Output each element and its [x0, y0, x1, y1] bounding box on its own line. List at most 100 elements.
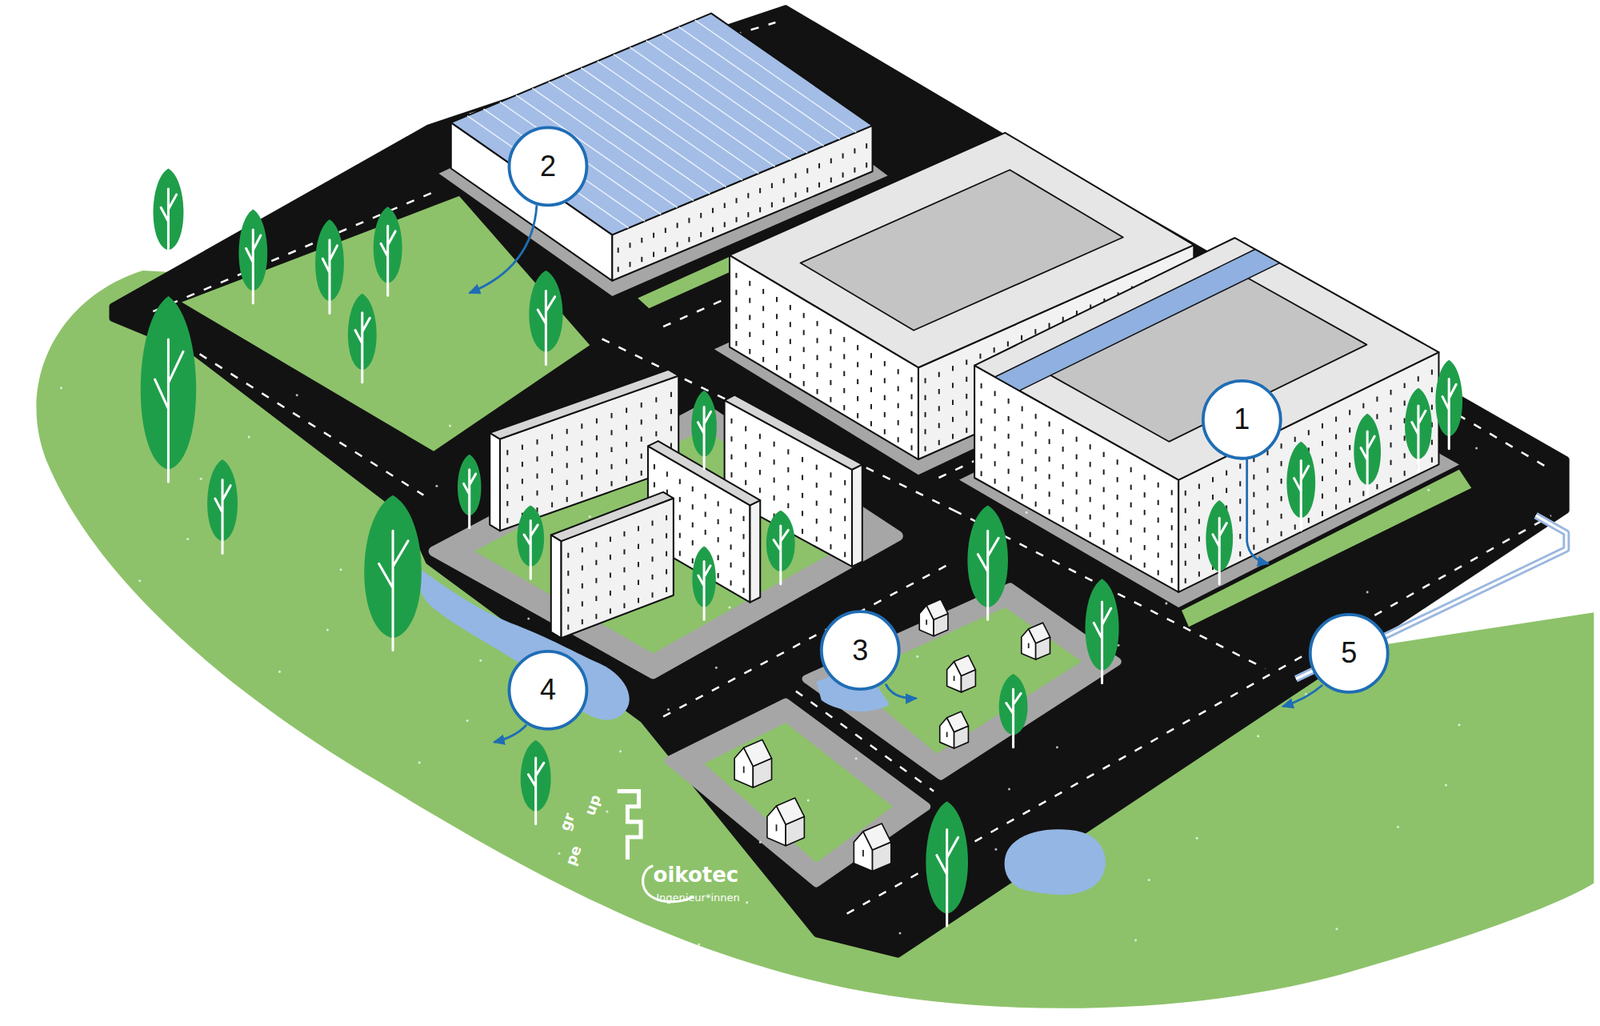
window: [1431, 387, 1433, 392]
window: [1321, 493, 1324, 499]
grass-speck: [697, 942, 700, 945]
window: [801, 510, 804, 516]
window: [628, 261, 631, 267]
window: [1252, 509, 1255, 515]
roof-panel: [483, 108, 645, 221]
house-roof: [863, 823, 892, 850]
window: [623, 603, 625, 608]
window: [566, 445, 568, 451]
house-roof: [1028, 622, 1051, 644]
window: [567, 606, 569, 612]
tree-trunk: [697, 407, 711, 469]
window: [712, 227, 714, 232]
window: [506, 517, 508, 523]
tree: [528, 270, 563, 364]
window: [717, 572, 720, 578]
window: [655, 414, 657, 420]
window: [843, 353, 845, 359]
window: [521, 495, 524, 500]
window: [609, 572, 612, 577]
window: [776, 348, 778, 353]
window: [1404, 452, 1406, 458]
window: [748, 297, 751, 303]
grass-speck: [496, 953, 500, 956]
window: [679, 532, 681, 538]
grass-speck: [557, 852, 560, 855]
window: [1144, 527, 1146, 532]
tree: [373, 206, 403, 296]
house-roof: [947, 711, 969, 732]
window: [666, 471, 668, 476]
window: [1280, 531, 1283, 536]
window: [1103, 487, 1105, 492]
window: [1021, 493, 1024, 499]
window: [1225, 470, 1228, 476]
grass-speck: [898, 931, 901, 934]
window: [640, 419, 643, 424]
house: [734, 739, 772, 788]
window: [870, 420, 872, 426]
tree-trunk: [773, 525, 788, 584]
grass-speck: [1056, 745, 1059, 748]
window: [652, 574, 654, 580]
tree-trunk: [1006, 688, 1021, 748]
window: [735, 289, 737, 295]
window: [521, 478, 524, 484]
window: [536, 490, 538, 496]
window: [965, 376, 968, 382]
grass-speck: [108, 916, 111, 919]
logo-stair: [617, 791, 641, 860]
window: [1431, 404, 1433, 410]
window: [747, 212, 749, 217]
window: [1021, 458, 1024, 464]
tree-trunk: [1412, 405, 1426, 472]
window: [704, 529, 707, 535]
window: [870, 404, 872, 409]
window: [801, 492, 804, 498]
window: [1239, 498, 1241, 504]
window: [762, 288, 764, 294]
window: [1103, 452, 1105, 457]
window: [773, 477, 776, 483]
window: [1035, 484, 1037, 489]
window: [551, 433, 553, 439]
window: [747, 192, 749, 198]
window: [1048, 323, 1051, 328]
window: [1089, 496, 1092, 502]
callout-circle: [1203, 380, 1281, 459]
tree: [766, 510, 796, 584]
window: [736, 197, 738, 203]
window: [994, 478, 996, 484]
window: [1157, 552, 1160, 557]
window: [1348, 427, 1351, 432]
building-roof: [489, 369, 679, 440]
building-wall: [489, 432, 500, 531]
callouts-layer: [469, 127, 1388, 742]
window: [1252, 474, 1255, 480]
window: [1294, 524, 1296, 529]
window: [1212, 476, 1214, 482]
window: [952, 416, 954, 422]
window: [773, 441, 776, 447]
window: [1062, 516, 1064, 522]
window: [730, 508, 732, 514]
window: [692, 540, 694, 545]
window: [1089, 514, 1092, 520]
grass-speck: [728, 605, 731, 608]
window: [653, 464, 656, 469]
window: [1171, 577, 1173, 583]
tree: [315, 219, 344, 313]
window: [730, 580, 732, 585]
window: [688, 217, 690, 223]
window: [856, 361, 859, 367]
window: [884, 377, 886, 383]
window: [595, 577, 597, 583]
grass-speck: [168, 814, 172, 817]
window: [830, 177, 832, 183]
tree: [348, 293, 377, 383]
leader-line: [1247, 458, 1269, 564]
window: [567, 552, 569, 558]
window: [1348, 480, 1351, 485]
window: [596, 435, 598, 440]
callout-circle: [821, 611, 900, 689]
